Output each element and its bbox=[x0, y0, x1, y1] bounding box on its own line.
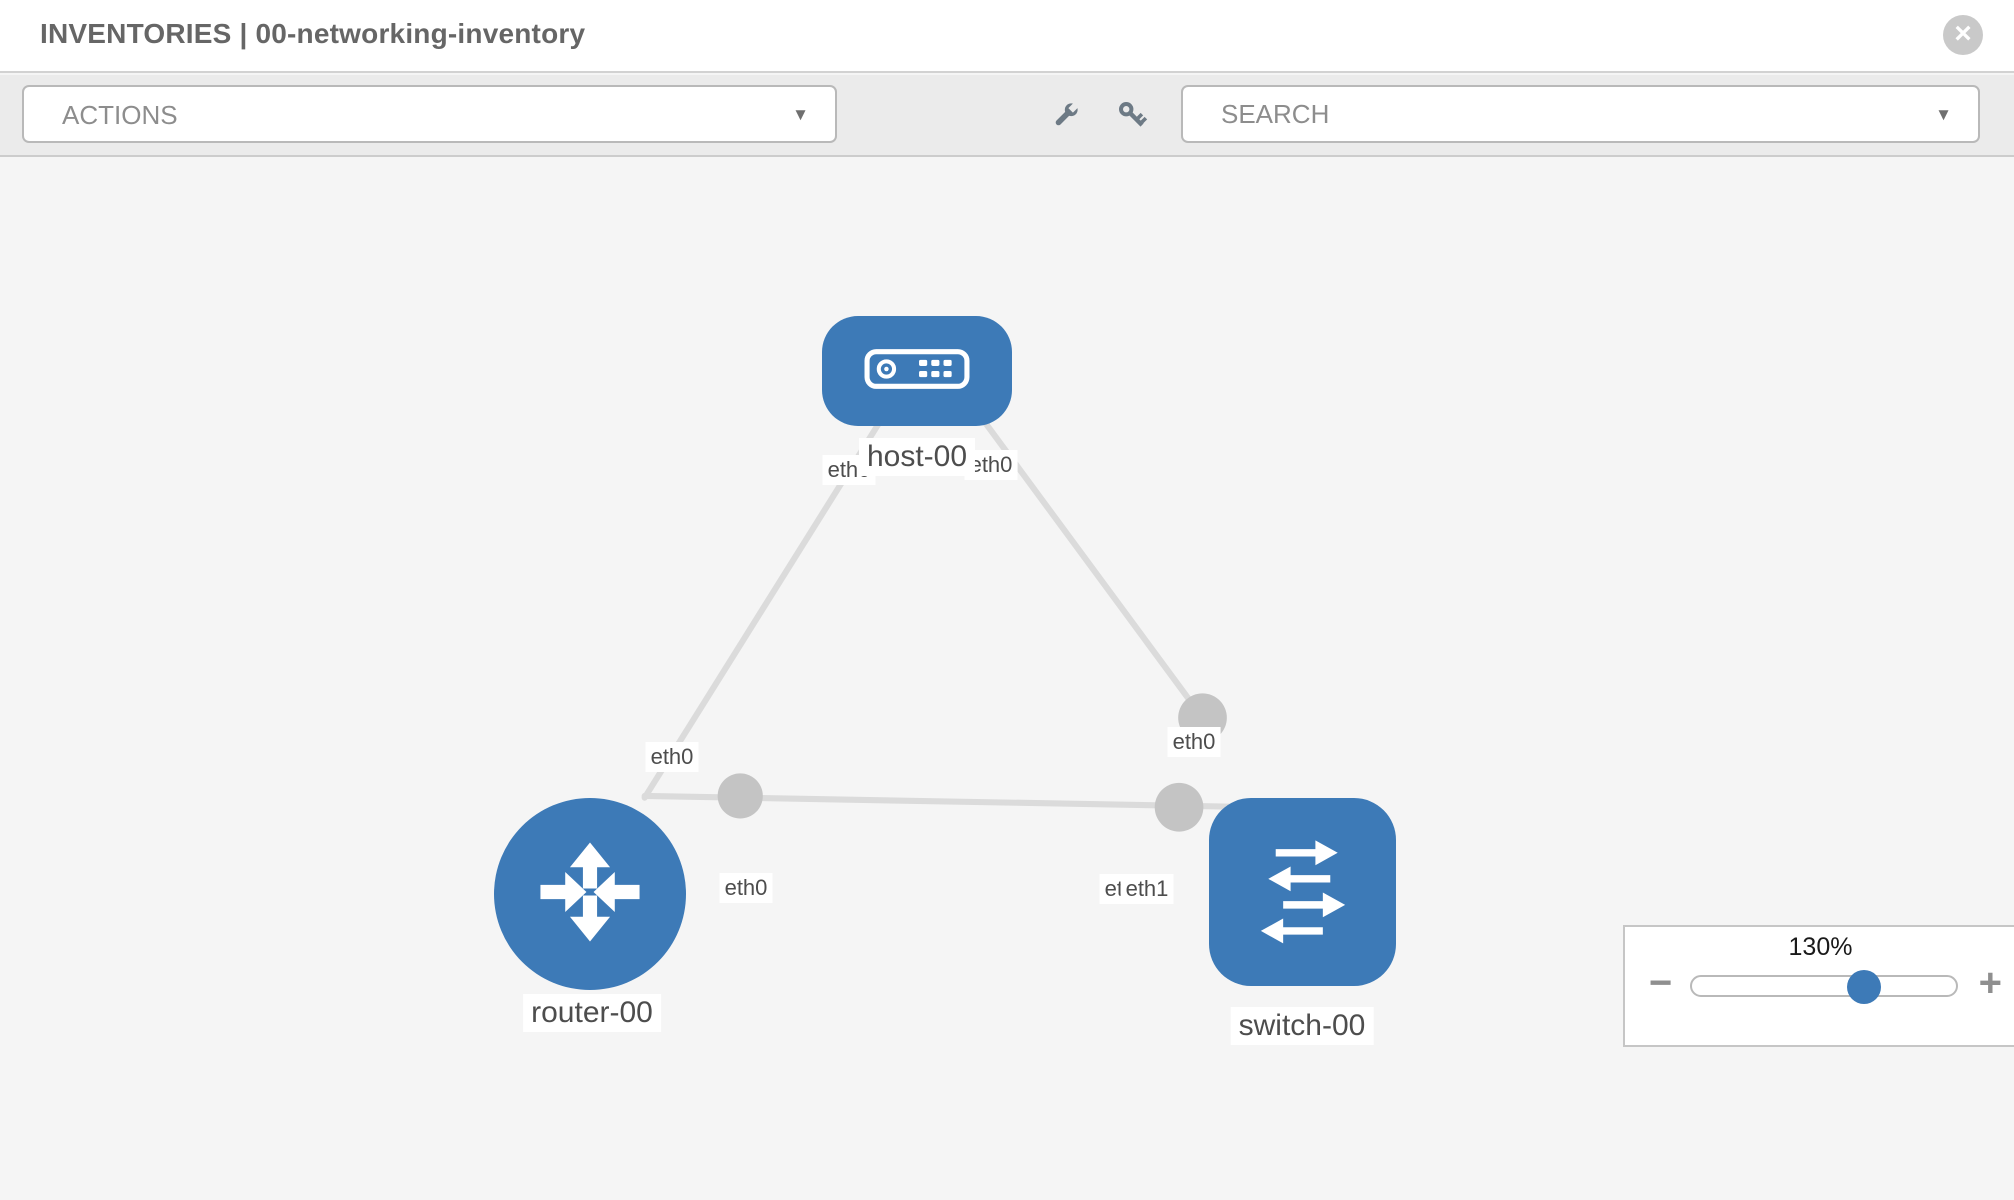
wrench-icon[interactable] bbox=[1045, 96, 1085, 136]
if-label-router-switch-at-switch: eth1 bbox=[1120, 874, 1174, 904]
toolbar: ACTIONS ▼ bbox=[0, 75, 2014, 157]
if-label-host-router-at-router: eth0 bbox=[645, 742, 699, 772]
actions-dropdown-label: ACTIONS bbox=[62, 100, 178, 130]
page-title: INVENTORIES | 00-networking-inventory bbox=[40, 18, 586, 49]
key-icon[interactable] bbox=[1113, 96, 1153, 136]
zoom-out-button[interactable]: − bbox=[1649, 961, 1673, 1005]
if-label-router-switch-at-router: eth0 bbox=[719, 873, 773, 903]
chevron-down-icon: ▼ bbox=[792, 105, 809, 124]
zoom-slider-track[interactable] bbox=[1690, 975, 1958, 997]
host-icon bbox=[864, 348, 970, 395]
node-label-router[interactable]: router-00 bbox=[523, 994, 661, 1032]
zoom-slider-thumb[interactable] bbox=[1847, 970, 1881, 1004]
node-router[interactable] bbox=[494, 798, 686, 990]
node-label-host[interactable]: host-00 bbox=[858, 438, 976, 476]
if-label-host-switch-at-switch: eth0 bbox=[1167, 727, 1221, 757]
switch-icon bbox=[1241, 828, 1365, 957]
search-input[interactable] bbox=[1183, 87, 1978, 141]
node-host[interactable] bbox=[822, 316, 1012, 426]
chevron-down-icon: ▼ bbox=[1935, 105, 1952, 124]
endpoint-switch-eth1[interactable] bbox=[1154, 782, 1204, 832]
node-switch[interactable] bbox=[1209, 798, 1396, 986]
actions-dropdown[interactable]: ACTIONS ▼ bbox=[22, 85, 837, 143]
interface-endpoints bbox=[717, 364, 1227, 832]
zoom-level-value: 130% bbox=[1788, 933, 1853, 961]
zoom-in-button[interactable]: + bbox=[1978, 961, 2002, 1005]
header-bar: INVENTORIES | 00-networking-inventory × bbox=[0, 0, 2014, 73]
endpoint-router-eth0[interactable] bbox=[717, 773, 763, 819]
zoom-control-panel: 130% − + bbox=[1623, 925, 2014, 1047]
node-label-switch[interactable]: switch-00 bbox=[1230, 1007, 1374, 1045]
close-icon[interactable]: × bbox=[1943, 15, 1983, 55]
search-dropdown[interactable]: ▼ bbox=[1181, 85, 1980, 143]
router-icon bbox=[531, 833, 649, 956]
